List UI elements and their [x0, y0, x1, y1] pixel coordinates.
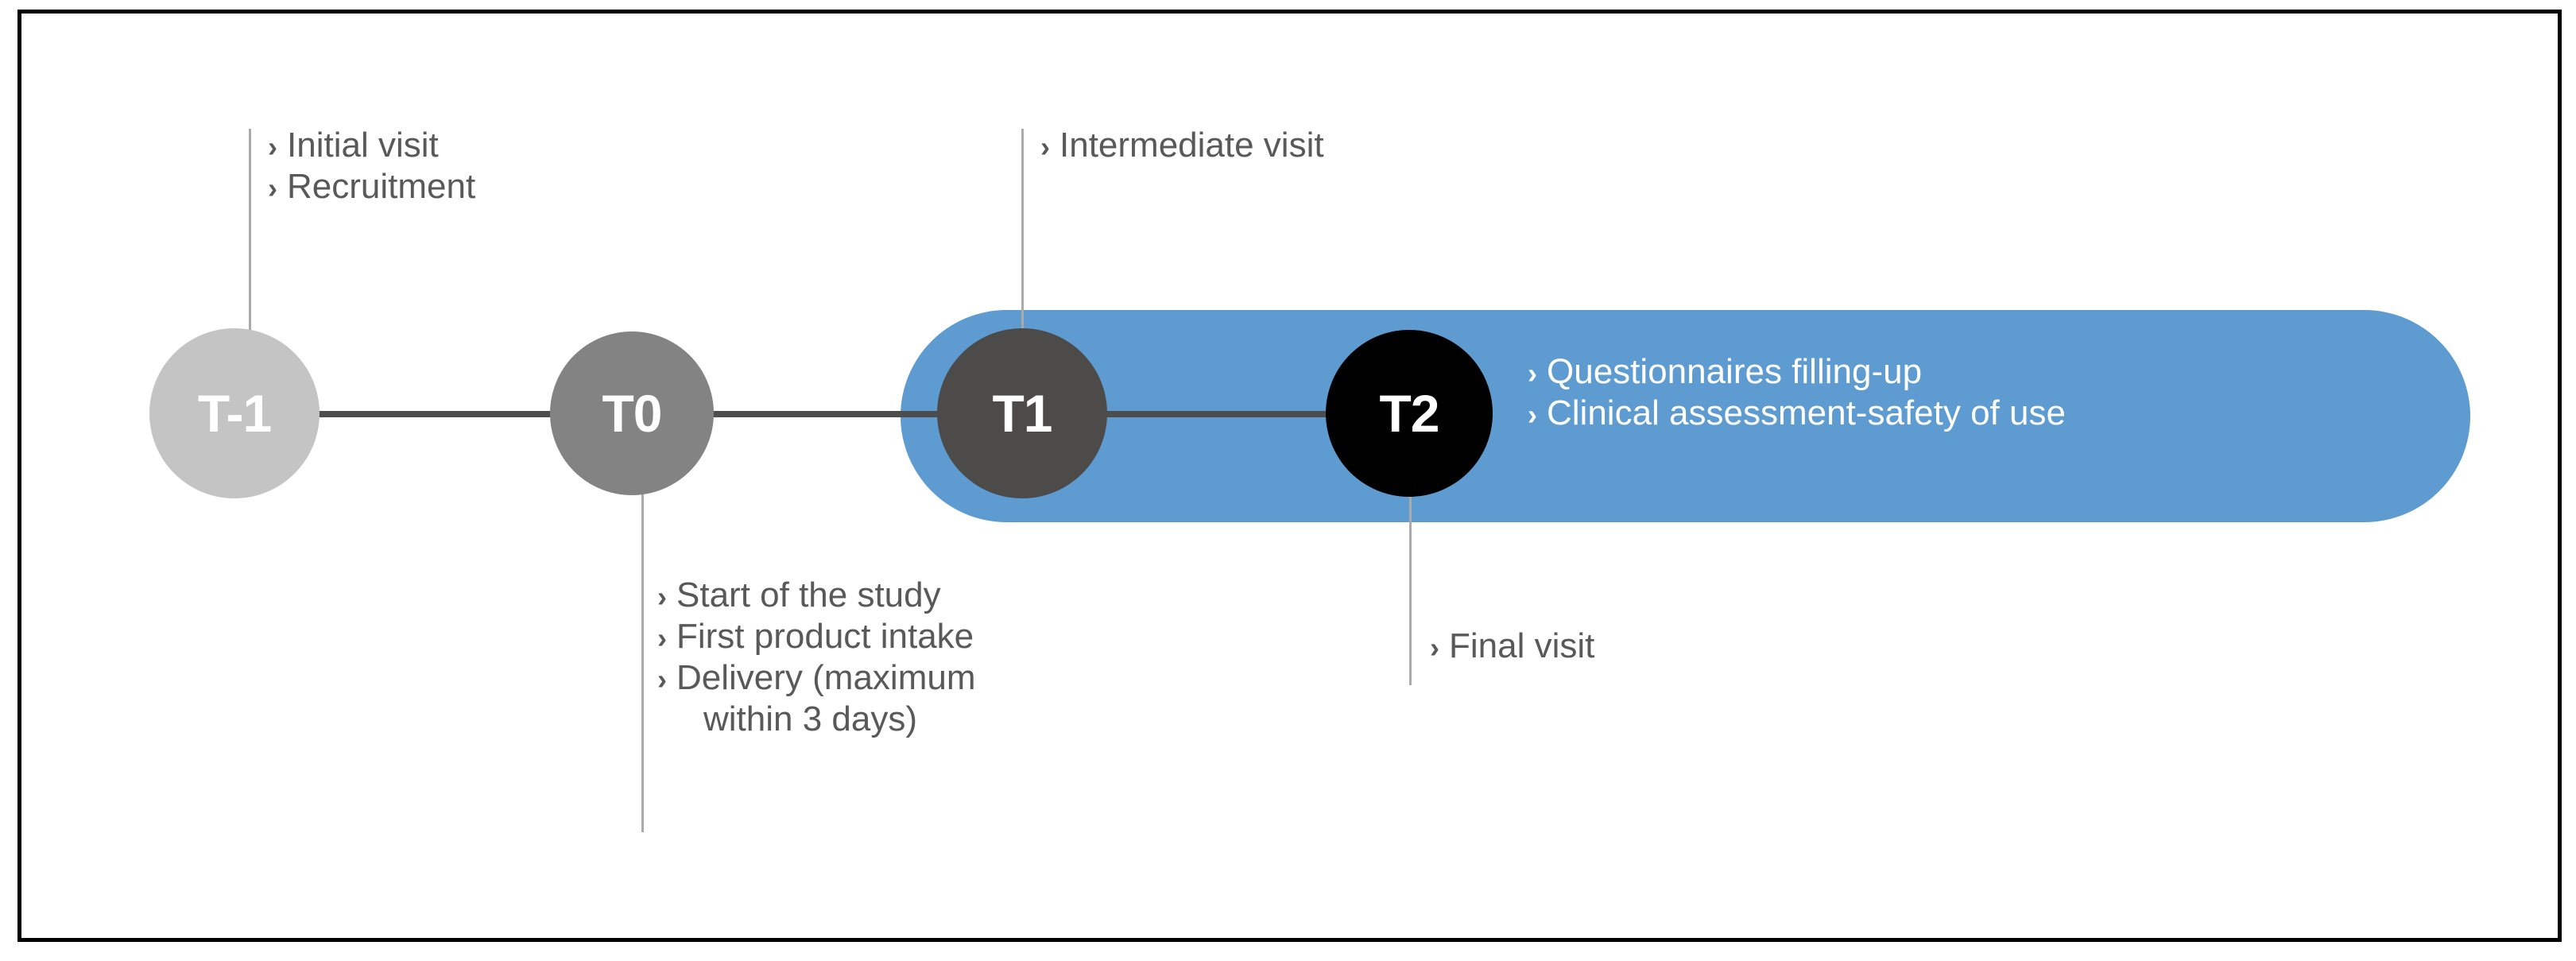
- annotation-text: Recruitment: [287, 166, 476, 206]
- list-item: › Start of the study: [657, 575, 975, 616]
- list-item: › Final visit: [1430, 626, 1594, 667]
- annotation-text: Final visit: [1449, 626, 1595, 665]
- annotation-text: Questionnaires filling-up: [1547, 352, 1923, 391]
- chevron-right-icon: ›: [657, 621, 667, 654]
- annotation-text: Intermediate visit: [1059, 126, 1324, 165]
- chevron-right-icon: ›: [268, 171, 277, 204]
- annotation-text-continuation: within 3 days): [703, 699, 918, 738]
- annotation-t0: › Start of the study › First product int…: [657, 575, 975, 740]
- leader-line-t1: [1021, 129, 1024, 334]
- annotation-text: Start of the study: [676, 575, 941, 614]
- annotation-t1: › Intermediate visit: [1040, 125, 1324, 166]
- annotation-text: Clinical assessment-safety of use: [1547, 393, 2066, 432]
- annotation-t2: › Final visit: [1430, 626, 1594, 667]
- chevron-right-icon: ›: [1040, 130, 1050, 163]
- timeline-axis: [220, 411, 1436, 417]
- chevron-right-icon: ›: [657, 662, 667, 696]
- annotation-text: First product intake: [676, 616, 974, 656]
- list-item: › Initial visit: [268, 125, 475, 166]
- list-item: › Clinical assessment-safety of use: [1528, 393, 2066, 434]
- list-item: › Questionnaires filling-up: [1528, 351, 2066, 393]
- chevron-right-icon: ›: [1528, 357, 1537, 389]
- list-item: › Delivery (maximum: [657, 657, 975, 699]
- chevron-right-icon: ›: [657, 580, 667, 613]
- timeline-node-t1[interactable]: T1: [937, 328, 1107, 498]
- annotation-highlight-phase: › Questionnaires filling-up › Clinical a…: [1528, 351, 2066, 434]
- leader-line-t0: [641, 490, 644, 832]
- annotation-text: Delivery (maximum: [676, 657, 976, 697]
- chevron-right-icon: ›: [268, 130, 277, 163]
- annotation-t-minus-1: › Initial visit › Recruitment: [268, 125, 475, 207]
- chevron-right-icon: ›: [1430, 631, 1439, 664]
- list-item: › First product intake: [657, 616, 975, 657]
- timeline-node-t2[interactable]: T2: [1326, 330, 1493, 497]
- chevron-right-icon: ›: [1528, 397, 1537, 431]
- leader-line-t2: [1409, 490, 1412, 685]
- leader-line-t-minus-1: [249, 129, 251, 351]
- diagram-frame: T-1 T0 T1 T2 › Initial visit › Recruitme…: [17, 10, 2562, 942]
- list-item: › Recruitment: [268, 166, 475, 207]
- annotation-text: Initial visit: [287, 126, 439, 165]
- list-item: › Intermediate visit: [1040, 125, 1324, 166]
- timeline-node-t-minus-1[interactable]: T-1: [149, 328, 320, 498]
- timeline-node-t0[interactable]: T0: [550, 331, 714, 495]
